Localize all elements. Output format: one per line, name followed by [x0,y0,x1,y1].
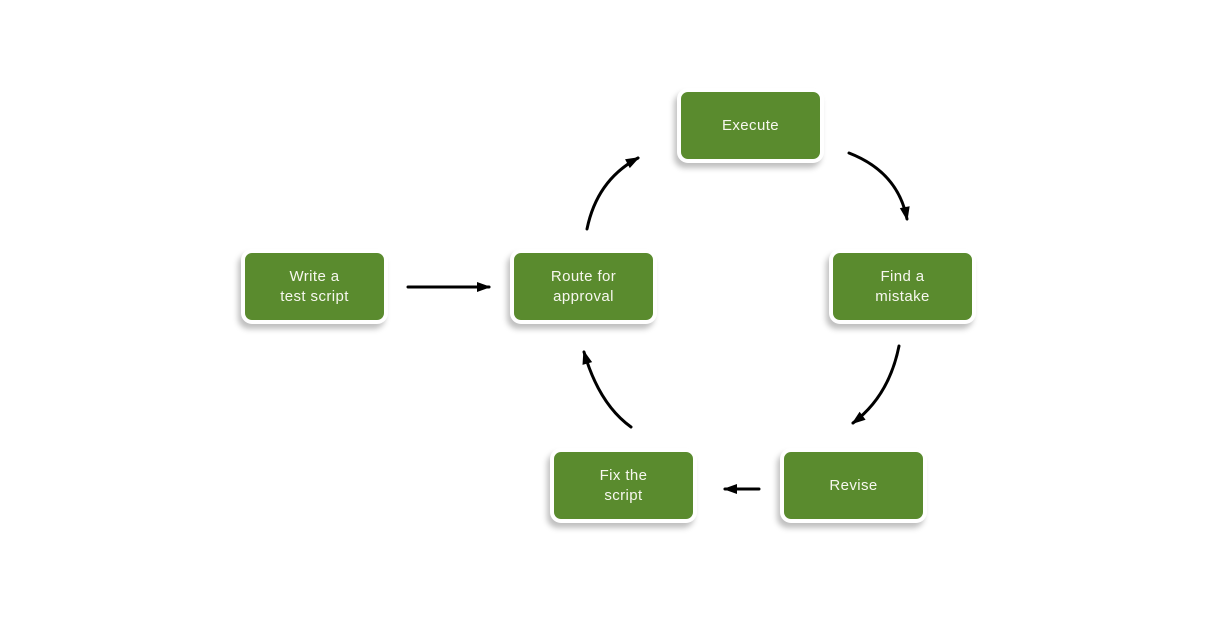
node-label: Route for approval [550,267,617,305]
arrow-route-to-execute [585,156,640,231]
node-label: Fix the script [599,466,648,504]
node-label: Revise [829,476,878,494]
node-execute: Execute [677,88,824,163]
node-label: Execute [722,116,779,134]
arrow-execute-to-find [847,151,910,221]
node-find-a-mistake: Find a mistake [829,249,976,324]
node-label: Find a mistake [875,267,930,305]
node-revise: Revise [780,448,927,523]
node-route-for-approval: Route for approval [510,249,657,324]
arrow-find-to-revise [851,344,901,425]
node-write-test-script: Write a test script [241,249,388,324]
arrow-fix-to-route [582,350,633,429]
node-label: Write a test script [280,267,349,305]
node-fix-the-script: Fix the script [550,448,697,523]
